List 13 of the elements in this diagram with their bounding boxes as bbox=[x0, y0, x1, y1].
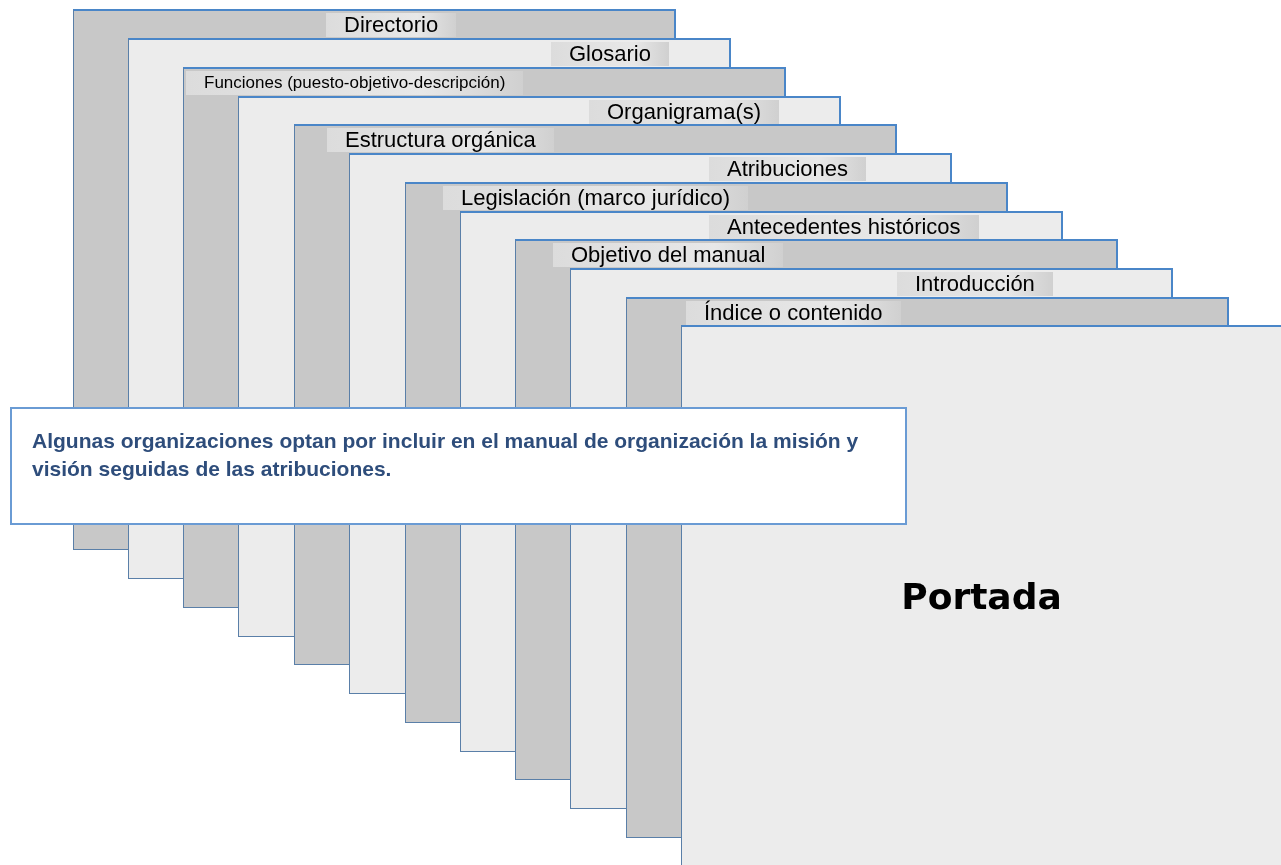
section-tab-label: Glosario bbox=[551, 42, 669, 66]
section-tab-label: Índice o contenido bbox=[686, 301, 901, 325]
section-tab-label: Organigrama(s) bbox=[589, 100, 780, 124]
section-tab-label: Antecedentes históricos bbox=[709, 215, 979, 239]
section-tab-label: Funciones (puesto-objetivo-descripción) bbox=[186, 71, 524, 95]
note-callout: Algunas organizaciones optan por incluir en el manual de organización la misión y visión seguidas de las atribuciones. bbox=[10, 407, 907, 525]
section-tab-label: Legislación (marco jurídico) bbox=[443, 186, 748, 210]
cover-title: Portada bbox=[900, 575, 1063, 617]
section-tab-label: Objetivo del manual bbox=[553, 243, 784, 267]
section-tab-label: Estructura orgánica bbox=[327, 128, 554, 152]
section-tab-label: Introducción bbox=[897, 272, 1053, 296]
section-tab-label: Directorio bbox=[326, 13, 457, 37]
section-tab-label: Atribuciones bbox=[709, 157, 867, 181]
